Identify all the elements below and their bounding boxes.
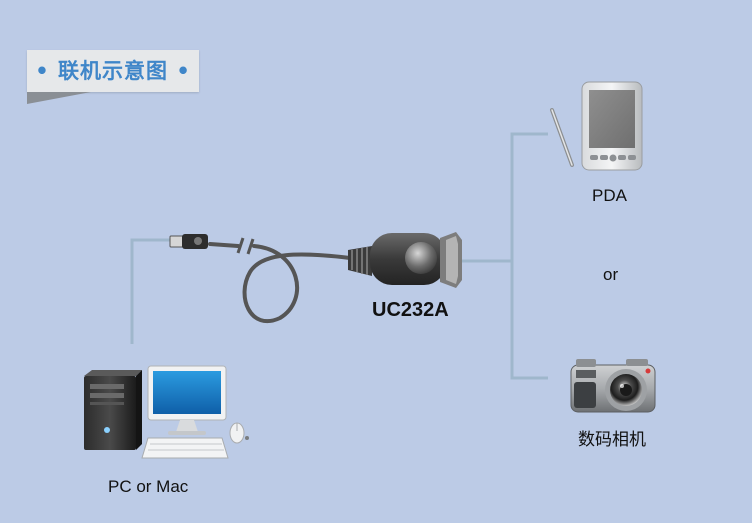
adapter-label: UC232A bbox=[372, 299, 449, 321]
title-dot-right: • bbox=[176, 59, 191, 83]
cable-break-mark bbox=[236, 237, 255, 255]
pc-connector-line bbox=[130, 238, 172, 344]
connector-lines bbox=[130, 132, 548, 380]
pda-label: PDA bbox=[592, 186, 627, 205]
pc-tower-icon bbox=[84, 370, 142, 450]
cable-loop bbox=[242, 244, 374, 323]
usb-plug-icon bbox=[169, 234, 208, 249]
camera-label: 数码相机 bbox=[578, 430, 646, 450]
pda-icon bbox=[581, 81, 643, 171]
title-banner-fold bbox=[27, 92, 91, 104]
device-branch-line bbox=[510, 132, 548, 380]
cable-segment-1 bbox=[208, 242, 240, 248]
title-dot-left: • bbox=[35, 59, 50, 83]
or-label: or bbox=[603, 265, 619, 284]
keyboard-icon bbox=[141, 437, 229, 459]
pc-label: PC or Mac bbox=[108, 477, 189, 496]
title-banner: • 联机示意图 • bbox=[27, 50, 199, 92]
usb-cable bbox=[208, 242, 374, 323]
page-title: 联机示意图 bbox=[58, 59, 168, 83]
monitor-icon bbox=[147, 365, 227, 435]
serial-adapter-icon bbox=[348, 232, 462, 288]
camera-icon bbox=[570, 359, 656, 413]
stylus-icon bbox=[550, 108, 574, 167]
title-text: • 联机示意图 • bbox=[27, 50, 199, 92]
mouse-icon bbox=[229, 422, 249, 444]
